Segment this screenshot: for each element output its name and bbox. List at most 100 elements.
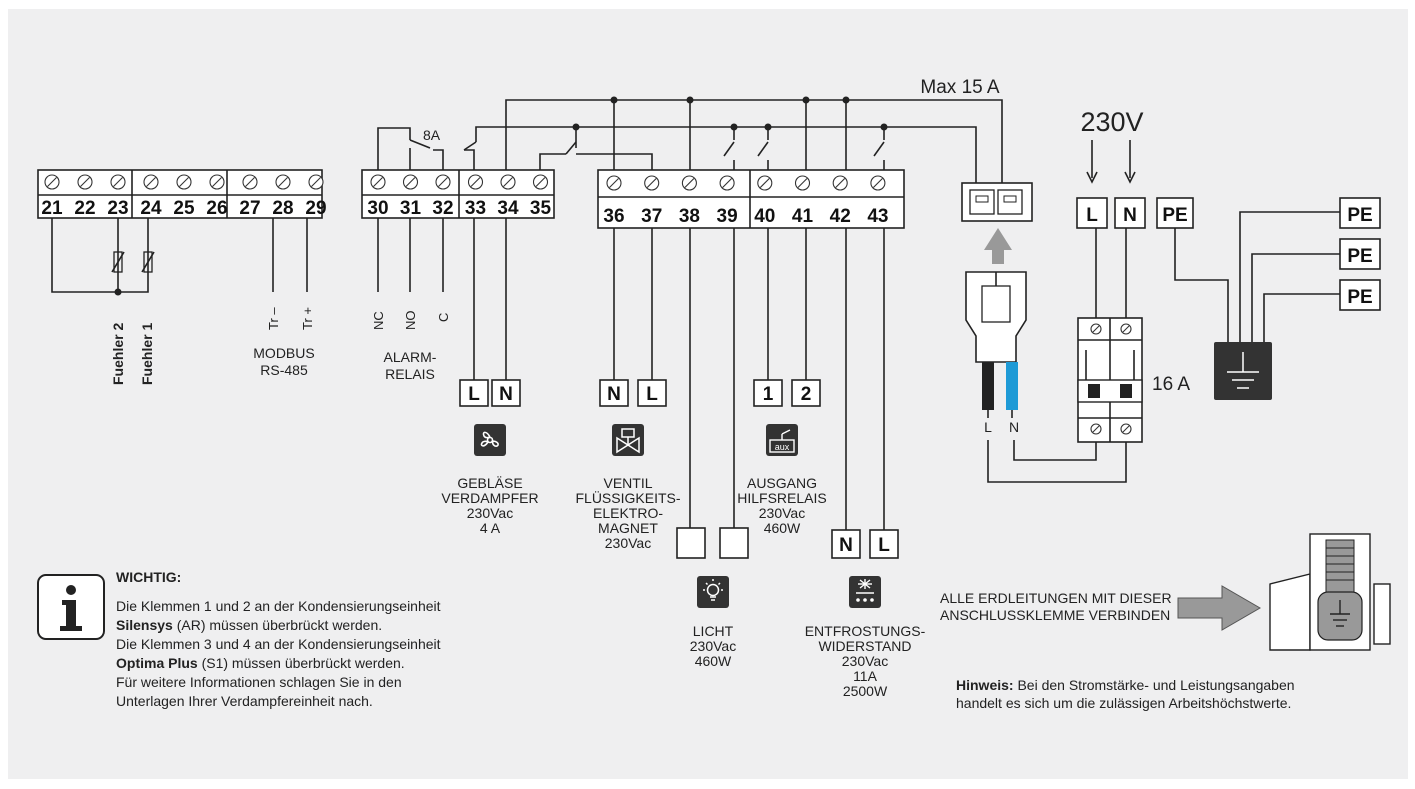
fan-description-line: 4 A (480, 520, 501, 536)
earth-wiring (1174, 211, 1340, 342)
valve-l-terminal (637, 379, 667, 407)
valve-wiring (613, 228, 653, 380)
pe-3-label: PE (1347, 287, 1372, 308)
defrost-description-line: WIDERSTAND (818, 638, 911, 654)
terminal-number: 35 (530, 198, 552, 219)
screw-slot (684, 178, 695, 188)
terminal-number: 29 (305, 198, 326, 219)
terminal-number: 38 (679, 206, 700, 227)
valve-description-line: ELEKTRO- (593, 505, 663, 521)
defrost-icon (849, 576, 881, 608)
earth-clamp-arrow (1177, 585, 1261, 631)
defrost-n-terminal (831, 529, 861, 559)
supply-arrows (1086, 140, 1136, 184)
screw-slot (146, 177, 156, 187)
modbus-sublabel: RS-485 (260, 362, 308, 378)
pe-2-label: PE (1347, 246, 1372, 267)
screw-slot (470, 177, 481, 187)
light-bulb-icon (697, 576, 729, 608)
aux-terminal-2 (791, 379, 821, 407)
screw-slot (873, 178, 883, 188)
fan-l-label: L (468, 384, 480, 405)
defrost-n-label: N (839, 535, 853, 556)
aux-relay-icon: aux (766, 424, 798, 456)
screw-slot (179, 177, 189, 187)
important-line4: Optima Plus (S1) müssen überbrückt werde… (116, 655, 405, 671)
screw-slot (609, 178, 619, 188)
earth-clamp-icon (1269, 533, 1391, 651)
screw-slot (759, 178, 770, 188)
circuit-breaker (1077, 228, 1143, 443)
valve-n-terminal (599, 379, 629, 407)
important-line3: Die Klemmen 3 und 4 an der Kondensierung… (116, 636, 441, 652)
screw-slot (797, 178, 808, 188)
valve-description-line: 230Vac (605, 535, 651, 551)
solenoid-valve-icon (612, 424, 644, 456)
plug-l-label: L (984, 419, 992, 435)
info-icon (37, 574, 105, 640)
terminal-number: 21 (41, 198, 63, 219)
screw-slot (311, 177, 321, 187)
aux-terminal-1-label: 1 (763, 384, 774, 405)
aux-terminal-2-label: 2 (801, 384, 812, 405)
defrost-l-terminal (869, 529, 899, 559)
terminal-number: 27 (239, 198, 260, 219)
light-description-line: 460W (695, 653, 732, 669)
aux-wiring (767, 228, 807, 380)
plug-connector (965, 271, 1027, 418)
valve-l-label: L (646, 384, 658, 405)
important-line6: Unterlagen Ihrer Verdampfereinheit nach. (116, 693, 373, 709)
aux-description-line: HILFSRELAIS (737, 490, 826, 506)
screw-slot (405, 177, 416, 187)
hint-line1: Hinweis: Bei den Stromstärke- und Leistu… (956, 677, 1295, 693)
screw-slot (646, 178, 657, 188)
modbus-label: MODBUS (253, 345, 314, 361)
supply-pe-label: PE (1162, 205, 1187, 226)
important-line5: Für weitere Informationen schlagen Sie i… (116, 674, 402, 690)
pe-terminal-2 (1339, 238, 1381, 270)
fan-l-terminal (459, 379, 489, 407)
light-terminal-2 (719, 527, 749, 559)
screw-slot (535, 177, 546, 187)
terminal-number: 23 (107, 198, 128, 219)
breaker-rating-label: 16 A (1152, 374, 1190, 395)
supply-n-label: N (1123, 205, 1137, 226)
screw-slot (80, 177, 90, 187)
fan-description-line: 230Vac (467, 505, 513, 521)
supply-l-label: L (1086, 205, 1098, 226)
terminal-number: 28 (272, 198, 293, 219)
screw-slot (835, 178, 846, 188)
important-title: WICHTIG: (116, 569, 181, 585)
terminal-number: 43 (867, 206, 888, 227)
screw-slot (47, 177, 57, 187)
plug-socket (961, 182, 1033, 222)
light-description-line: 230Vac (690, 638, 736, 654)
terminal-number: 36 (603, 206, 624, 227)
pe-terminal-1 (1339, 197, 1381, 229)
fan-description-line: VERDAMPFER (441, 490, 538, 506)
terminal-number: 24 (140, 198, 162, 219)
earth-note-line2: ANSCHLUSSKLEMME VERBINDEN (940, 607, 1170, 623)
alarm-label: ALARM- (384, 349, 437, 365)
terminal-number: 37 (641, 206, 662, 227)
defrost-l-label: L (878, 535, 890, 556)
screw-slot (373, 177, 383, 187)
aux-terminal-1 (753, 379, 783, 407)
fan-icon (474, 424, 506, 456)
screw-slot (278, 177, 288, 187)
terminal-number: 39 (717, 206, 738, 227)
aux-description-line: 460W (764, 520, 801, 536)
plug-to-breaker-wiring (987, 430, 1127, 483)
pe-1-label: PE (1347, 205, 1372, 226)
defrost-description-line: 230Vac (842, 653, 888, 669)
modbus-tr-plus: Tr + (300, 307, 315, 330)
alarm-nc-label: NC (371, 311, 386, 330)
alarm-no-label: NO (403, 311, 418, 331)
earth-note-line1: ALLE ERDLEITUNGEN MIT DIESER (940, 590, 1172, 606)
